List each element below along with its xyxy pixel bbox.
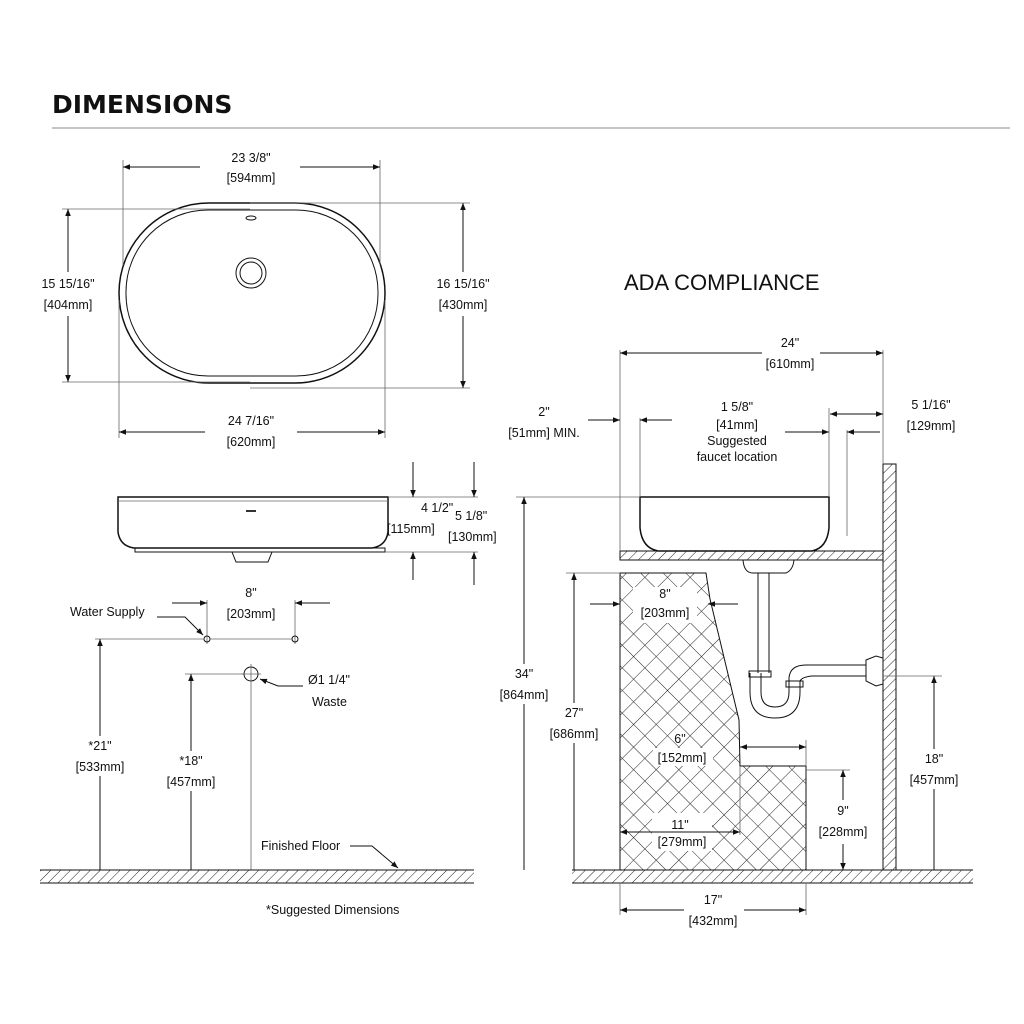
p-trap-inner xyxy=(760,673,790,708)
width-bottom-inches: 24 7/16" xyxy=(228,414,274,428)
water-supply-label: Water Supply xyxy=(70,605,145,619)
toe-height-inches: 9" xyxy=(837,804,848,818)
water-supply-leader xyxy=(157,616,204,636)
rough-in-view: 8" [203mm] Water Supply Ø1 1/4" Waste *2… xyxy=(40,586,474,917)
waste-height-inches: *18" xyxy=(179,754,202,768)
waste-leader xyxy=(259,678,303,687)
faucet-mm: [41mm] xyxy=(716,418,758,432)
finished-floor-hatch xyxy=(40,870,474,883)
finished-floor-label: Finished Floor xyxy=(261,839,340,853)
bowl-height-inches: 4 1/2" xyxy=(421,501,453,515)
drain-inner-circle xyxy=(239,261,263,285)
supply-spacing-mm: [203mm] xyxy=(227,607,276,621)
basin-foot xyxy=(134,547,386,553)
drain-tailpiece xyxy=(742,559,795,574)
height-right-inches: 16 15/16" xyxy=(436,277,489,291)
supply-spacing-inches: 8" xyxy=(245,586,256,600)
total-height-mm: [130mm] xyxy=(448,530,497,544)
supply-height-inches: *21" xyxy=(88,739,111,753)
drain-height-inches: 18" xyxy=(925,752,943,766)
ada-floor xyxy=(572,870,973,883)
waste-label: Waste xyxy=(312,695,347,709)
finished-floor-leader xyxy=(350,845,399,869)
toe-height-mm: [228mm] xyxy=(819,825,868,839)
drain-height-mm: [457mm] xyxy=(910,773,959,787)
wall-escutcheon xyxy=(865,655,884,687)
waste-size-label: Ø1 1/4" xyxy=(308,673,350,687)
knee-height-mm: [686mm] xyxy=(550,727,599,741)
bowl-height-mm: [115mm] xyxy=(387,522,435,536)
drain-outer-circle xyxy=(235,257,267,289)
height-left-inches: 15 15/16" xyxy=(41,277,94,291)
width-bottom-mm: [620mm] xyxy=(227,435,276,449)
toe-depth-mm: [279mm] xyxy=(658,835,707,849)
knee-depth-mm: [203mm] xyxy=(641,606,690,620)
p-trap-outer xyxy=(749,673,801,719)
faucet-suggested: Suggested xyxy=(707,434,767,448)
suggested-dimensions-note: *Suggested Dimensions xyxy=(266,903,399,917)
wall-offset-inches: 5 1/16" xyxy=(911,398,950,412)
height-left-mm: [404mm] xyxy=(44,298,93,312)
faucet-inches: 1 5/8" xyxy=(721,400,753,414)
basin-side-profile xyxy=(117,496,389,549)
clear-depth-mm: [432mm] xyxy=(689,914,738,928)
counter-height-mm: [864mm] xyxy=(500,688,549,702)
knee-height-inches: 27" xyxy=(565,706,583,720)
counter-width-inches: 24" xyxy=(781,336,799,350)
overflow-hole xyxy=(245,215,257,221)
toe-setback-mm: [152mm] xyxy=(658,751,707,765)
countertop xyxy=(620,551,883,560)
total-height-inches: 5 1/8" xyxy=(455,509,487,523)
ada-compliance-view: ADA COMPLIANCE 24" [610mm xyxy=(496,270,973,931)
min-clearance-mm: [51mm] MIN. xyxy=(508,426,580,440)
clear-depth-inches: 17" xyxy=(704,893,722,907)
counter-width-mm: [610mm] xyxy=(766,357,815,371)
width-top-inches: 23 3/8" xyxy=(231,151,270,165)
top-view: 23 3/8" [594mm] 24 7/16" [620mm] 15 15/1… xyxy=(28,150,503,452)
side-view: 4 1/2" [115mm] 5 1/8" [130mm] xyxy=(117,462,497,585)
faucet-location: faucet location xyxy=(697,450,778,464)
wall-offset-mm: [129mm] xyxy=(907,419,956,433)
wall-hatch xyxy=(883,464,896,870)
page-title: DIMENSIONS xyxy=(52,90,232,119)
ada-title: ADA COMPLIANCE xyxy=(624,270,820,295)
supply-height-mm: [533mm] xyxy=(76,760,125,774)
drain-outlet xyxy=(231,551,273,563)
toe-depth-inches: 11" xyxy=(671,818,688,832)
height-right-mm: [430mm] xyxy=(439,298,488,312)
waste-height-mm: [457mm] xyxy=(167,775,216,789)
basin-inner-rim xyxy=(125,209,379,377)
basin-outer-rim xyxy=(118,202,386,384)
knee-depth-inches: 8" xyxy=(659,587,670,601)
ada-basin xyxy=(639,496,830,552)
min-clearance-inches: 2" xyxy=(538,405,549,419)
counter-height-inches: 34" xyxy=(515,667,533,681)
toe-setback-inches: 6" xyxy=(674,732,685,746)
width-top-mm: [594mm] xyxy=(227,171,276,185)
